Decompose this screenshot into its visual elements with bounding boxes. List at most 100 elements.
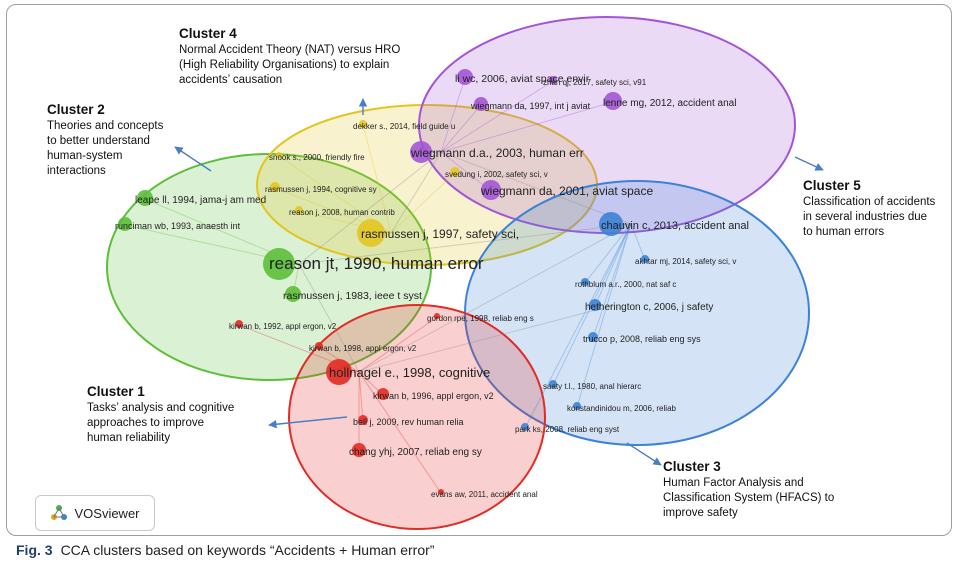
network-link	[358, 304, 616, 373]
network-node	[270, 182, 280, 192]
cluster-5-annotation: Cluster 5 Classification of accidents in…	[803, 177, 935, 240]
network-link	[358, 371, 442, 494]
network-node	[434, 313, 440, 319]
cluster-5-title: Cluster 5	[803, 178, 861, 193]
network-node	[438, 489, 444, 495]
network-node	[352, 443, 366, 457]
node-label: zhan qj, 2017, safety sci, v91	[543, 78, 647, 87]
network-node	[573, 402, 581, 410]
cluster-4-title: Cluster 4	[179, 26, 237, 41]
node-label: reason j, 2008, human contrib	[289, 208, 395, 217]
network-link	[358, 223, 632, 373]
node-label: hollnagel e., 1998, cognitive	[329, 365, 490, 380]
network-link	[440, 77, 466, 153]
node-label: rasmussen j, 1997, safety sci,	[361, 227, 519, 241]
node-label: rasmussen j, 1994, cognitive sy	[265, 185, 377, 194]
network-link	[576, 223, 632, 408]
node-label: chang yhj, 2007, reliab eng sy	[349, 447, 482, 458]
network-node	[377, 388, 389, 400]
network-node	[549, 76, 557, 84]
node-label: snook s., 2000, friendly fire	[269, 153, 365, 162]
network-node	[521, 423, 529, 431]
network-link	[592, 223, 632, 339]
network-link	[584, 223, 632, 284]
network-link	[630, 223, 646, 261]
annotation-arrow	[794, 156, 824, 171]
cluster-2-description: Theories and concepts to better understa…	[47, 120, 164, 177]
node-label: wiegmann da, 2001, aviat space	[480, 184, 653, 198]
network-node	[359, 120, 367, 128]
network-node	[326, 359, 352, 385]
annotation-arrow	[174, 146, 212, 172]
node-label: rothblum a.r., 2000, nat saf c	[575, 280, 676, 289]
node-label: kirwan b, 1996, appl ergon, v2	[373, 391, 494, 401]
node-label: chauvin c, 2013, accident anal	[601, 220, 749, 232]
network-node	[457, 69, 473, 85]
node-label: kirwan b, 1992, appl ergon, v2	[229, 322, 337, 331]
cluster-1-title: Cluster 1	[87, 384, 145, 399]
network-link	[594, 223, 632, 307]
network-link	[298, 263, 360, 373]
network-node	[295, 206, 303, 214]
network-node	[581, 278, 589, 286]
network-link	[524, 223, 632, 429]
network-link	[358, 316, 438, 373]
node-label: wiegmann d.a., 2003, human err	[410, 146, 584, 160]
node-label: wiegmann da, 1997, int j aviat	[470, 101, 591, 111]
network-node	[588, 332, 598, 342]
network-node	[118, 217, 132, 231]
network-node	[604, 92, 622, 110]
network-node	[276, 152, 282, 158]
node-label: evans aw, 2011, accident anal	[431, 490, 538, 499]
annotation-arrow	[268, 416, 348, 429]
node-label: bell j, 2009, rev human relia	[353, 417, 464, 427]
network-link	[390, 151, 442, 234]
network-node	[357, 219, 385, 247]
vosviewer-logo-text: VOSviewer	[74, 505, 140, 521]
node-label: rasmussen j, 1983, ieee t syst	[283, 290, 422, 302]
network-link	[390, 172, 456, 234]
annotation-arrow	[626, 442, 662, 466]
cluster-5-description: Classification of accidents in several i…	[803, 196, 936, 238]
cluster-3-annotation: Cluster 3 Human Factor Analysis and Clas…	[663, 458, 834, 521]
network-node	[599, 212, 623, 236]
cluster-3-title: Cluster 3	[663, 459, 721, 474]
cluster-ellipse-c1	[288, 304, 546, 530]
figure-caption-text: CCA clusters based on keywords “Accident…	[60, 542, 435, 558]
figure-frame: reason jt, 1990, human error rasmussen j,…	[6, 4, 952, 536]
vosviewer-logo: VOSviewer	[35, 495, 155, 531]
node-label: hetherington c, 2006, j safety	[585, 302, 713, 313]
network-link	[440, 101, 614, 153]
node-label: leape ll, 1994, jama-j am med	[135, 195, 266, 206]
node-label: kirwan b, 1998, appl ergon, v2	[309, 344, 417, 353]
cluster-4-description: Normal Accident Theory (NAT) versus HRO …	[179, 44, 401, 86]
network-node	[285, 286, 301, 302]
cluster-2-annotation: Cluster 2 Theories and concepts to bette…	[47, 101, 163, 179]
network-link	[440, 80, 554, 153]
node-label: park ks, 2008, reliab eng syst	[515, 425, 620, 434]
network-node	[137, 190, 153, 206]
network-node	[481, 180, 501, 200]
network-node	[263, 248, 295, 280]
network-link	[298, 151, 442, 265]
network-node	[474, 97, 488, 111]
node-label: trucco p, 2008, reliab eng sys	[583, 334, 701, 344]
cluster-1-annotation: Cluster 1 Tasks’ analysis and cognitive …	[87, 383, 234, 446]
vosviewer-logo-icon	[51, 505, 68, 520]
node-label: konstandinidou m, 2006, reliab	[567, 404, 677, 413]
network-link	[440, 104, 482, 153]
node-label: li wc, 2006, aviat space envir	[455, 73, 590, 85]
network-node	[235, 320, 243, 328]
node-label: dekker s., 2014, field guide u	[353, 122, 455, 131]
network-node	[358, 415, 368, 425]
node-label: akhtar mj, 2014, safety sci, v	[635, 257, 736, 266]
node-label: lenne mg, 2012, accident anal	[603, 98, 736, 109]
network-link	[358, 371, 364, 422]
node-label: saaty t.l., 1980, anal hierarc	[543, 382, 641, 391]
network-link	[298, 223, 632, 265]
network-link	[440, 151, 632, 225]
cluster-2-title: Cluster 2	[47, 102, 105, 117]
node-label: reason jt, 1990, human error	[269, 254, 484, 273]
cluster-4-annotation: Cluster 4 Normal Accident Theory (NAT) v…	[179, 25, 400, 88]
